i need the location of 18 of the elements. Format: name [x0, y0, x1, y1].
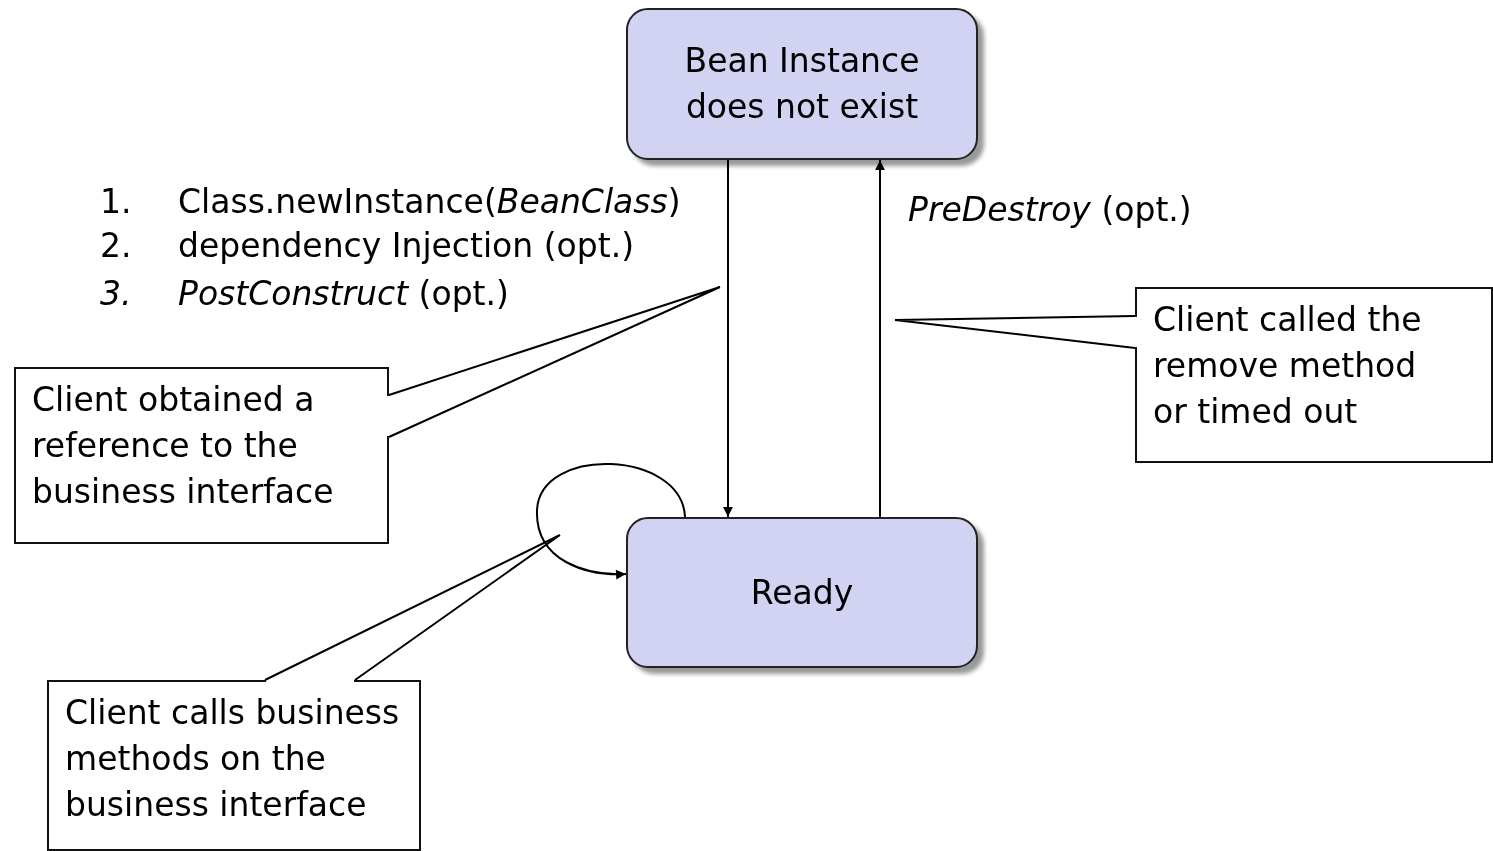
edge-label: PreDestroy (opt.) [908, 189, 1192, 231]
callout-pointer [388, 286, 721, 438]
list-item: Class.newInstance(BeanClass) [178, 181, 681, 223]
callout-note: Client called the remove method or timed out [1135, 287, 1493, 463]
transition-arrow [723, 159, 733, 518]
callout-note: Client calls business methods on the business interface [47, 680, 421, 851]
list-item: dependency Injection (opt.) [178, 225, 635, 267]
callout-pointer [894, 315, 1136, 349]
transition-arrow [875, 159, 885, 518]
list-number: 1. [100, 181, 132, 223]
state-box: Bean Instance does not exist [626, 8, 978, 160]
callout-pointer [264, 534, 561, 681]
state-box: Ready [626, 517, 978, 668]
list-number: 2. [100, 225, 132, 267]
callout-note: Client obtained a reference to the business interface [14, 367, 389, 544]
list-number: 3. [100, 273, 132, 315]
self-loop-arrow [536, 463, 686, 580]
list-item: PostConstruct (opt.) [178, 273, 509, 315]
